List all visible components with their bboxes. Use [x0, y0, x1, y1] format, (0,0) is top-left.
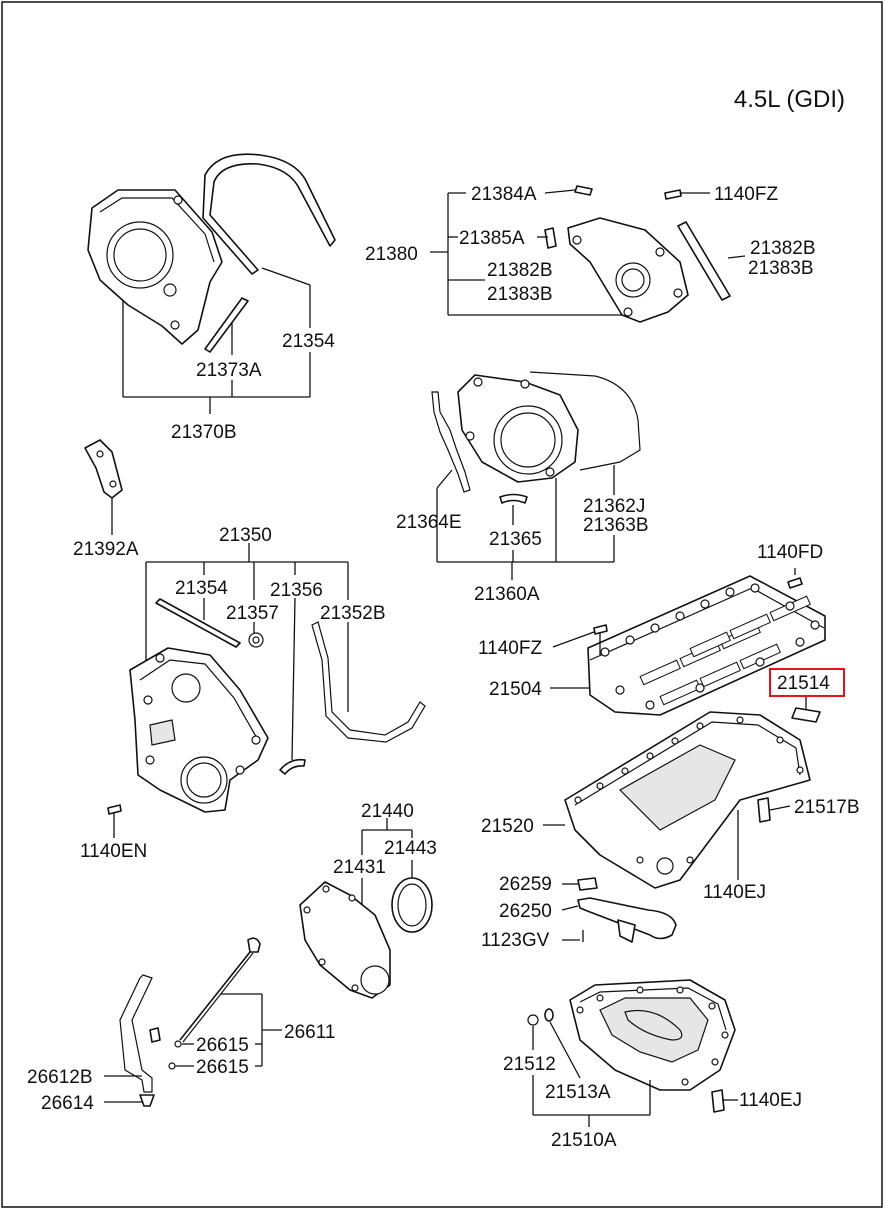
part-label-21380: 21380 — [365, 244, 418, 265]
timing-cover-bracket-21380-drawing — [544, 185, 731, 323]
oil-level-gauge-drawing — [119, 937, 261, 1107]
engine-title: 4.5L (GDI) — [734, 86, 845, 113]
part-label-21350: 21350 — [219, 525, 272, 546]
timing-cover-21360A-drawing — [431, 371, 641, 504]
leader-lines-21380 — [430, 189, 746, 316]
guide-21392A-drawing — [84, 439, 123, 535]
oil-strainer-26250-drawing — [561, 877, 677, 943]
part-label-21382B-left: 21382B — [487, 260, 553, 281]
oil-pan-lower-21510A-drawing — [527, 979, 736, 1113]
timing-cover-upper-drawing — [87, 153, 336, 353]
part-label-26250: 26250 — [499, 901, 552, 922]
part-label-26259: 26259 — [499, 874, 552, 895]
leader-lines-26611 — [104, 993, 282, 1103]
part-label-21370B: 21370B — [171, 422, 237, 443]
timing-case-21350-drawing — [107, 598, 426, 838]
oil-pan-upper-21520-drawing — [564, 711, 811, 889]
baffle-plate-21504-drawing — [587, 568, 826, 723]
part-label-1140FZ-mid: 1140FZ — [478, 638, 542, 659]
part-label-21360A: 21360A — [474, 584, 540, 605]
part-label-21364E: 21364E — [396, 512, 462, 533]
leader-lines-21510A — [532, 1021, 738, 1127]
part-label-21513A: 21513A — [545, 1082, 611, 1103]
part-label-21382B-right: 21382B — [750, 238, 816, 259]
part-label-21354-top: 21354 — [282, 331, 335, 352]
part-label-21520: 21520 — [481, 816, 534, 837]
part-label-21357: 21357 — [226, 603, 279, 624]
part-label-21384A: 21384A — [471, 184, 537, 205]
part-label-21392A: 21392A — [73, 539, 139, 560]
part-label-21383B-right: 21383B — [748, 258, 814, 279]
leader-lines-21370B — [122, 267, 311, 414]
part-label-1123GV: 1123GV — [481, 930, 550, 951]
part-label-21431: 21431 — [333, 857, 386, 878]
part-label-1140FD: 1140FD — [757, 542, 823, 563]
rear-oil-seal-case-drawing — [299, 877, 433, 999]
part-label-21354-mid: 21354 — [175, 578, 228, 599]
part-label-26615-b: 26615 — [196, 1057, 249, 1078]
part-label-1140EN: 1140EN — [80, 841, 147, 862]
part-label-21356: 21356 — [270, 580, 323, 601]
part-label-21383B-left: 21383B — [487, 284, 553, 305]
part-label-26615-a: 26615 — [196, 1035, 249, 1056]
part-label-21512: 21512 — [503, 1054, 556, 1075]
part-label-21362J: 21362J — [583, 496, 645, 517]
part-label-1140EJ-bottom: 1140EJ — [739, 1090, 802, 1111]
leader-lines-21504 — [550, 631, 807, 710]
part-label-21517B: 21517B — [794, 797, 860, 818]
part-label-1140FZ-top: 1140FZ — [714, 184, 778, 205]
part-label-21352B: 21352B — [320, 603, 386, 624]
part-label-26614: 26614 — [41, 1093, 94, 1114]
part-label-21514[interactable]: 21514 — [777, 673, 830, 694]
part-label-21373A: 21373A — [196, 360, 262, 381]
part-label-26611: 26611 — [284, 1022, 335, 1043]
leader-lines-21350 — [145, 543, 349, 761]
part-label-21363B: 21363B — [583, 515, 649, 536]
part-label-21385A: 21385A — [459, 228, 525, 249]
part-label-1140EJ-mid: 1140EJ — [703, 882, 766, 903]
part-label-21440: 21440 — [361, 801, 414, 822]
leader-lines-21440 — [361, 818, 413, 905]
part-label-26612B: 26612B — [27, 1067, 93, 1088]
part-label-21510A: 21510A — [551, 1130, 617, 1151]
part-label-21365: 21365 — [489, 529, 542, 550]
leader-lines-21360A — [436, 465, 615, 580]
part-label-21443: 21443 — [384, 838, 437, 859]
highlight-box-21514[interactable] — [769, 668, 845, 697]
part-label-21504: 21504 — [489, 679, 542, 700]
